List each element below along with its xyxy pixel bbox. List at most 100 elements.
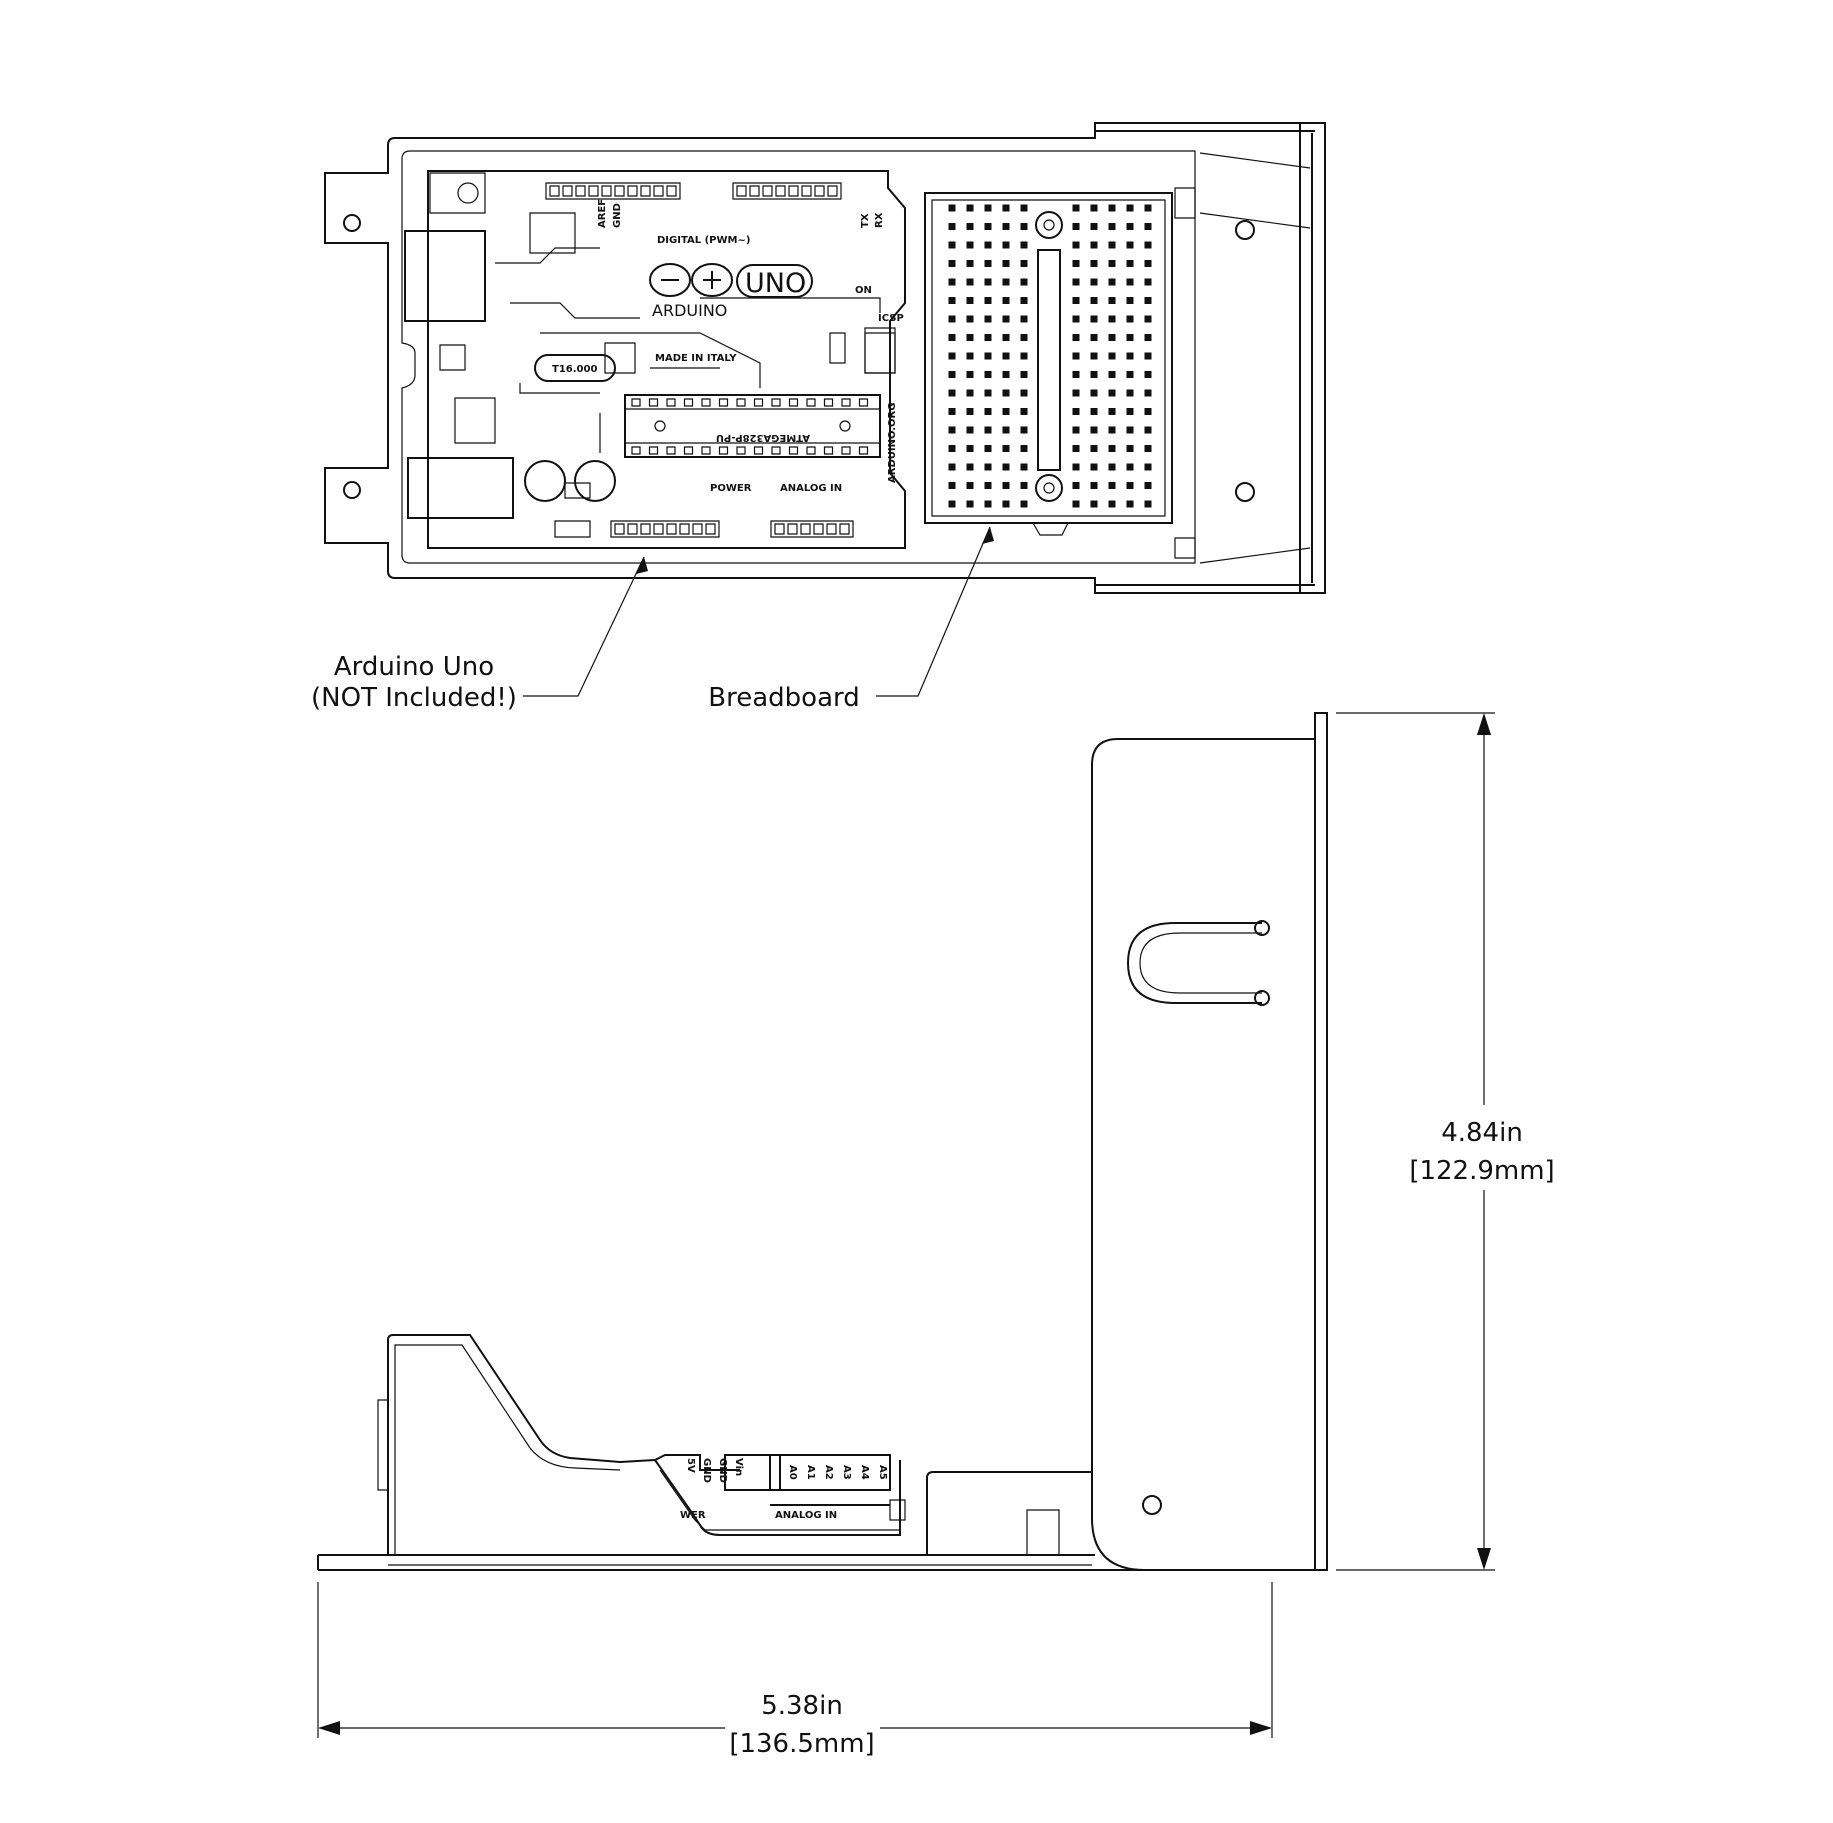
detail: [1020, 297, 1028, 304]
detail: [948, 278, 956, 286]
detail: [790, 447, 798, 454]
rx-label: RX: [874, 212, 885, 228]
detail: [1126, 371, 1134, 378]
detail: [1126, 297, 1134, 304]
detail: [1108, 482, 1116, 489]
detail: [733, 183, 841, 199]
detail: [1090, 204, 1098, 212]
detail: [1020, 389, 1028, 397]
detail: [750, 186, 759, 196]
detail: [1090, 278, 1098, 286]
detail: [1020, 445, 1028, 452]
detail: [632, 447, 640, 454]
detail: [775, 524, 784, 534]
detail: [1020, 371, 1028, 378]
callout-breadboard: Breadboard: [708, 527, 994, 713]
detail: [1072, 408, 1080, 415]
detail: [1126, 223, 1134, 230]
digital-label: DIGITAL (PWM~): [657, 235, 750, 246]
detail: [966, 445, 974, 452]
arduino-logo-text: ARDUINO: [652, 301, 727, 320]
detail: [1126, 260, 1134, 267]
detail: [763, 186, 772, 196]
detail: [720, 447, 728, 454]
detail: [1072, 389, 1080, 397]
detail: [650, 447, 658, 454]
detail: [550, 186, 559, 196]
detail: [702, 447, 710, 454]
detail: [1072, 445, 1080, 452]
detail: [1126, 389, 1134, 397]
detail: [1090, 241, 1098, 249]
detail: [1072, 426, 1080, 434]
detail: [1002, 482, 1010, 489]
detail: [1108, 389, 1116, 397]
detail: [966, 426, 974, 434]
detail: [706, 524, 715, 534]
microcontroller-chip: [625, 395, 880, 457]
detail: [641, 186, 650, 196]
detail: [948, 426, 956, 434]
detail: [615, 524, 624, 534]
detail: [1020, 463, 1028, 471]
analog-in-label: ANALOG IN: [780, 483, 842, 494]
detail: [1126, 352, 1134, 360]
detail: [814, 524, 823, 534]
detail: [667, 524, 676, 534]
detail: [1072, 315, 1080, 323]
enclosure-outline: [325, 123, 1325, 593]
detail: [984, 352, 992, 360]
detail: [984, 260, 992, 267]
side-pin-label: A3: [841, 1465, 852, 1480]
detail: [1144, 315, 1152, 323]
detail: [984, 204, 992, 212]
detail: [966, 297, 974, 304]
detail: [1144, 260, 1152, 267]
website-label: ARDUINO.ORG: [887, 403, 898, 483]
detail: [1144, 334, 1152, 341]
detail: [1020, 260, 1028, 267]
detail: [1072, 260, 1080, 267]
detail: [1072, 500, 1080, 508]
detail: [654, 186, 663, 196]
detail: [948, 315, 956, 323]
detail: [1002, 334, 1010, 341]
detail: [966, 278, 974, 286]
detail: [611, 521, 719, 537]
detail: [1072, 482, 1080, 489]
detail: [860, 447, 868, 454]
detail: [771, 521, 853, 537]
detail: [680, 524, 689, 534]
detail: [641, 524, 650, 534]
detail: [948, 260, 956, 267]
on-label: ON: [855, 285, 872, 296]
detail: [1002, 241, 1010, 249]
detail: [984, 223, 992, 230]
panel-hole: [1143, 1496, 1161, 1514]
detail: [1090, 371, 1098, 378]
detail: [1108, 352, 1116, 360]
detail: [772, 399, 780, 406]
arduino-callout-line2: (NOT Included!): [311, 683, 517, 713]
detail: [1002, 500, 1010, 508]
detail: [654, 524, 663, 534]
detail: [737, 399, 745, 406]
detail: [1144, 463, 1152, 471]
detail: [1108, 223, 1116, 230]
detail: [1144, 500, 1152, 508]
detail: [1020, 334, 1028, 341]
detail: [1020, 500, 1028, 508]
detail: [1090, 352, 1098, 360]
detail: [948, 389, 956, 397]
detail: [966, 500, 974, 508]
detail: [737, 186, 746, 196]
detail: [1108, 408, 1116, 415]
detail: [801, 524, 810, 534]
detail: [1072, 371, 1080, 378]
detail: [1090, 482, 1098, 489]
icsp-label: ICSP: [878, 313, 904, 324]
detail: [1020, 204, 1028, 212]
detail: [1002, 371, 1010, 378]
detail: [1144, 408, 1152, 415]
